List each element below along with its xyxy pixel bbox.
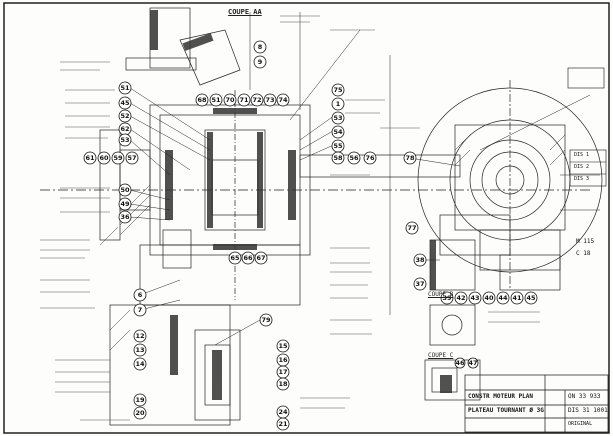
callout-78: 78 <box>405 154 415 162</box>
callout-74: 74 <box>278 96 288 104</box>
callout-36: 36 <box>120 213 130 221</box>
callout-61: 61 <box>85 154 95 162</box>
callout-18: 18 <box>278 380 288 388</box>
callout-19: 19 <box>135 396 145 404</box>
section-title: COUPE AA <box>228 8 262 16</box>
callout-14: 14 <box>135 360 145 368</box>
callout-51b: 51 <box>211 96 221 104</box>
callout-53: 53 <box>120 136 130 144</box>
coupe-b-label: COUPE B <box>428 291 454 298</box>
callout-45b: 45 <box>526 294 536 302</box>
callout-59: 59 <box>113 154 123 162</box>
right-table-row-1: DIS 1 <box>574 152 590 158</box>
callout-54: 54 <box>333 128 343 136</box>
callout-40: 40 <box>484 294 494 302</box>
callout-8: 8 <box>257 43 263 51</box>
callout-13: 13 <box>135 346 145 354</box>
callout-20: 20 <box>135 409 145 417</box>
callout-12: 12 <box>135 332 145 340</box>
callout-circles <box>83 40 538 431</box>
leader-lines <box>129 12 600 346</box>
callout-17: 17 <box>278 368 288 376</box>
callout-43: 43 <box>470 294 480 302</box>
callout-76: 76 <box>365 154 375 162</box>
callout-77: 77 <box>407 224 417 232</box>
callout-75: 75 <box>333 86 343 94</box>
callout-68: 68 <box>197 96 207 104</box>
callout-47: 47 <box>468 359 478 367</box>
title-line-2: PLATEAU TOURNANT Ø 3G <box>468 407 544 414</box>
callout-57: 57 <box>127 154 137 162</box>
callout-39: 39 <box>442 294 452 302</box>
callout-70: 70 <box>225 96 235 104</box>
callout-41: 41 <box>512 294 522 302</box>
right-table-row-2: DIS 2 <box>574 164 590 170</box>
callout-6: 6 <box>137 291 143 299</box>
title-company: ORIGINAL <box>568 421 593 427</box>
mid-tag-2: C 18 <box>576 250 591 257</box>
callout-72: 72 <box>252 96 262 104</box>
callout-16: 16 <box>278 356 288 364</box>
title-line-1: CONSTR MOTEUR PLAN <box>468 393 534 400</box>
callout-38: 38 <box>415 256 425 264</box>
callout-51: 51 <box>120 84 130 92</box>
right-table-frame <box>567 67 607 187</box>
callout-71: 71 <box>239 96 249 104</box>
callout-55: 55 <box>333 142 343 150</box>
callout-65: 65 <box>230 254 240 262</box>
callout-42: 42 <box>456 294 466 302</box>
callout-62: 62 <box>120 125 130 133</box>
callout-53b: 53 <box>333 114 343 122</box>
callout-79: 79 <box>261 316 271 324</box>
right-table-row-3: DIS 3 <box>574 176 590 182</box>
callout-52: 52 <box>120 112 130 120</box>
callout-60: 60 <box>99 154 109 162</box>
mid-tag-1: M 115 <box>576 238 595 245</box>
callout-46: 46 <box>455 359 465 367</box>
callout-24: 24 <box>278 408 288 416</box>
callout-37: 37 <box>415 280 425 288</box>
hatched-sections <box>150 10 452 400</box>
callout-9: 9 <box>257 58 263 66</box>
callout-7: 7 <box>137 306 143 314</box>
callout-44: 44 <box>498 294 508 302</box>
callout-21: 21 <box>278 420 288 428</box>
callout-67: 67 <box>256 254 266 262</box>
callout-58: 58 <box>333 154 343 162</box>
title-ref-1: ON 33 933 <box>568 393 601 400</box>
callout-1: 1 <box>335 100 341 108</box>
callout-15: 15 <box>278 342 288 350</box>
title-block-frame <box>464 374 609 433</box>
callout-73: 73 <box>265 96 275 104</box>
sheet-border <box>3 2 610 434</box>
callout-45: 45 <box>120 99 130 107</box>
callout-66: 66 <box>243 254 253 262</box>
annotation-text-lines <box>40 15 540 421</box>
callout-56: 56 <box>349 154 359 162</box>
callout-49: 49 <box>120 200 130 208</box>
callout-50: 50 <box>120 186 130 194</box>
title-ref-2: DIS 31 1001 <box>568 407 608 414</box>
coupe-c-label: COUPE C <box>428 352 454 359</box>
